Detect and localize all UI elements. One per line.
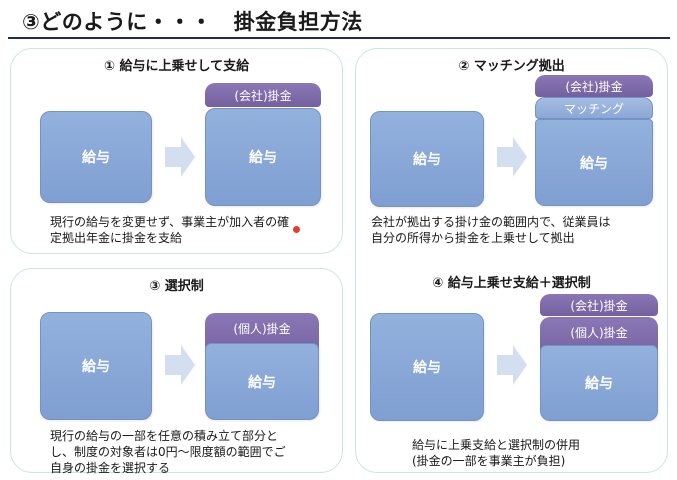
panel-title-combined: ④ 給与上乗せ支給＋選択制: [432, 276, 591, 291]
salary-box-before: 給与: [40, 312, 152, 420]
salary-box-after: 給与: [540, 345, 658, 421]
salary-box-after: 給与: [205, 343, 319, 420]
company-contribution-box: (会社)掛金: [205, 83, 321, 107]
panel-title-salary-topup: ① 給与に上乗せして支給: [103, 59, 250, 74]
salary-box-before: 給与: [370, 313, 484, 421]
company-contribution-box: (会社)掛金: [535, 75, 653, 97]
panel-description-line: 定拠出年金に掛金を支給: [50, 231, 183, 245]
matching-contribution-box: マッチング: [535, 97, 653, 119]
right-arrow-icon: [165, 345, 195, 385]
salary-box-after: 給与: [535, 119, 653, 206]
panel-description-line: 会社が拠出する掛け金の範囲内で、従業員は: [371, 215, 611, 229]
salary-box-before: 給与: [370, 111, 484, 207]
right-arrow-icon: [497, 137, 527, 177]
page-title: ③どのように・・・ 掛金負担方法: [22, 10, 363, 34]
title-underline: [8, 37, 670, 39]
cursor-dot: [293, 226, 300, 233]
panel-title-selection-system: ③ 選択制: [149, 279, 204, 294]
panel-description-line: 自身の掛金を選択する: [50, 461, 171, 475]
panel-description-line: 現行の給与の一部を任意の積み立て部分と: [50, 429, 279, 443]
panel-description-line: 現行の給与を変更せず、事業主が加入者の確: [50, 215, 290, 229]
panel-description-line: し、制度の対象者は0円～限度額の範囲でご: [50, 445, 286, 459]
panel-description-line: (掛金の一部を事業主が負担): [412, 454, 566, 468]
panel-description-line: 自分の所得から掛金を上乗せして拠出: [371, 231, 575, 245]
panel-description-line: 給与に上乗支給と選択制の併用: [412, 438, 581, 452]
salary-box-before: 給与: [40, 111, 152, 203]
panel-title-matching: ② マッチング拠出: [458, 59, 565, 74]
company-contribution-box: (会社)掛金: [540, 294, 658, 316]
salary-box-after: 給与: [205, 108, 321, 206]
right-arrow-icon: [497, 345, 527, 385]
right-arrow-icon: [165, 137, 195, 177]
